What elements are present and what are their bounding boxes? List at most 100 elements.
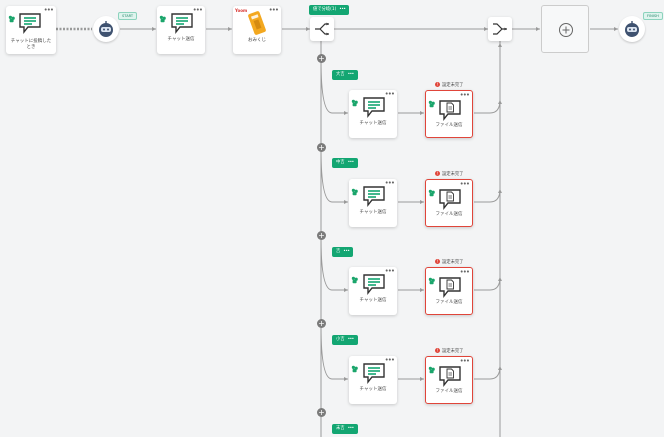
- add-branch-button[interactable]: +: [317, 408, 326, 417]
- chatwork-logo-icon: [351, 92, 359, 111]
- chat-bubble-icon: [170, 12, 194, 38]
- file-document-icon: [438, 188, 462, 214]
- file-send-node[interactable]: ••• ファイル送信: [425, 179, 473, 227]
- file-document-icon: [438, 99, 462, 125]
- setup-incomplete-warning: !設定未完了: [435, 348, 463, 355]
- robot-icon: [622, 19, 642, 43]
- chat-post-label: チャット送信: [359, 121, 387, 126]
- chatwork-logo-icon: [351, 269, 359, 288]
- warning-text: 設定未完了: [442, 349, 464, 354]
- branch-tag[interactable]: 値で分岐(1)•••: [309, 5, 350, 15]
- end-avatar: [619, 16, 645, 42]
- condition-label: 小吉: [336, 337, 345, 342]
- error-icon: !: [435, 171, 440, 176]
- setup-incomplete-warning: !設定未完了: [435, 82, 463, 89]
- branch-condition-tag[interactable]: 小吉•••: [332, 335, 358, 345]
- tag-menu-icon[interactable]: •••: [347, 426, 355, 431]
- tag-menu-icon[interactable]: •••: [347, 72, 355, 77]
- node-menu-icon[interactable]: •••: [459, 91, 470, 99]
- chatwork-logo-icon: [351, 358, 359, 377]
- condition-label: 末吉: [336, 426, 345, 431]
- warning-text: 設定未完了: [442, 172, 464, 177]
- branch-condition-tag[interactable]: 大吉•••: [332, 70, 358, 80]
- plus-circle-icon: [558, 22, 574, 42]
- chat-post-node[interactable]: ••• チャット送信: [349, 356, 397, 404]
- error-icon: !: [435, 82, 440, 87]
- omikuji-node[interactable]: Yoom ••• おみくじ: [233, 6, 281, 54]
- trigger-label: チャットに投稿したとき: [10, 39, 52, 50]
- add-branch-button[interactable]: +: [317, 143, 326, 152]
- node-menu-icon[interactable]: •••: [459, 268, 470, 276]
- node-menu-icon[interactable]: •••: [192, 6, 203, 14]
- trigger-node-chat-posted[interactable]: ••• チャットに投稿したとき: [6, 6, 56, 54]
- warning-text: 設定未完了: [442, 83, 464, 88]
- chatwork-logo-icon: [351, 181, 359, 200]
- tag-menu-icon[interactable]: •••: [339, 7, 346, 12]
- node-menu-icon[interactable]: •••: [384, 90, 395, 98]
- add-branch-button[interactable]: +: [317, 319, 326, 328]
- chat-post-node[interactable]: ••• チャット送信: [157, 6, 205, 54]
- chat-post-label: チャット送信: [359, 387, 387, 392]
- finish-badge: FINISH: [643, 12, 663, 20]
- omikuji-label: おみくじ: [248, 38, 266, 43]
- chatwork-logo-icon: [428, 270, 436, 289]
- condition-label: 中吉: [336, 160, 345, 165]
- file-send-label: ファイル送信: [435, 123, 463, 128]
- chatwork-logo-icon: [428, 93, 436, 112]
- setup-incomplete-warning: !設定未完了: [435, 259, 463, 266]
- branch-condition-tag[interactable]: 末吉•••: [332, 424, 358, 434]
- file-send-node[interactable]: ••• ファイル送信: [425, 90, 473, 138]
- merge-arrows-icon: [492, 21, 508, 41]
- branch-merge-node[interactable]: [488, 17, 512, 41]
- setup-incomplete-warning: !設定未完了: [435, 171, 463, 178]
- chat-post-label: チャット送信: [359, 210, 387, 215]
- branch-split-node[interactable]: [310, 17, 334, 41]
- node-menu-icon[interactable]: •••: [384, 267, 395, 275]
- chat-bubble-icon: [362, 96, 386, 122]
- chat-post-label: チャット送信: [167, 37, 195, 42]
- file-send-label: ファイル送信: [435, 300, 463, 305]
- chat-bubble-icon: [362, 273, 386, 299]
- branch-condition-tag[interactable]: 中吉•••: [332, 158, 358, 168]
- node-menu-icon[interactable]: •••: [459, 180, 470, 188]
- error-icon: !: [435, 259, 440, 264]
- file-document-icon: [438, 365, 462, 391]
- condition-label: 吉: [336, 249, 341, 254]
- add-branch-button[interactable]: +: [317, 54, 326, 63]
- node-menu-icon[interactable]: •••: [384, 356, 395, 364]
- warning-text: 設定未完了: [442, 260, 464, 265]
- node-menu-icon[interactable]: •••: [268, 6, 279, 14]
- split-arrows-icon: [314, 21, 330, 41]
- chat-post-label: チャット送信: [359, 298, 387, 303]
- branch-label: 値で分岐(1): [313, 7, 337, 12]
- yoom-logo-icon: Yoom: [235, 8, 248, 13]
- chat-post-node[interactable]: ••• チャット送信: [349, 267, 397, 315]
- branch-condition-tag[interactable]: 吉•••: [332, 247, 354, 257]
- node-menu-icon[interactable]: •••: [459, 357, 470, 365]
- chat-bubble-icon: [362, 185, 386, 211]
- tag-menu-icon[interactable]: •••: [347, 160, 355, 165]
- chat-bubble-icon: [18, 12, 42, 38]
- file-send-label: ファイル送信: [435, 389, 463, 394]
- file-send-node[interactable]: ••• ファイル送信: [425, 356, 473, 404]
- robot-icon: [96, 19, 116, 43]
- file-document-icon: [438, 276, 462, 302]
- error-icon: !: [435, 348, 440, 353]
- chatwork-logo-icon: [8, 8, 16, 27]
- chatwork-logo-icon: [159, 8, 167, 27]
- tag-menu-icon[interactable]: •••: [343, 249, 350, 254]
- fortune-ticket-icon: [246, 11, 268, 39]
- tag-menu-icon[interactable]: •••: [347, 337, 355, 342]
- chatwork-logo-icon: [428, 359, 436, 378]
- chat-post-node[interactable]: ••• チャット送信: [349, 90, 397, 138]
- node-menu-icon[interactable]: •••: [43, 6, 54, 14]
- condition-label: 大吉: [336, 72, 345, 77]
- add-step-node[interactable]: [541, 5, 589, 53]
- chat-post-node[interactable]: ••• チャット送信: [349, 179, 397, 227]
- file-send-node[interactable]: ••• ファイル送信: [425, 267, 473, 315]
- add-branch-button[interactable]: +: [317, 231, 326, 240]
- file-send-label: ファイル送信: [435, 212, 463, 217]
- node-menu-icon[interactable]: •••: [384, 179, 395, 187]
- start-avatar: [93, 16, 119, 42]
